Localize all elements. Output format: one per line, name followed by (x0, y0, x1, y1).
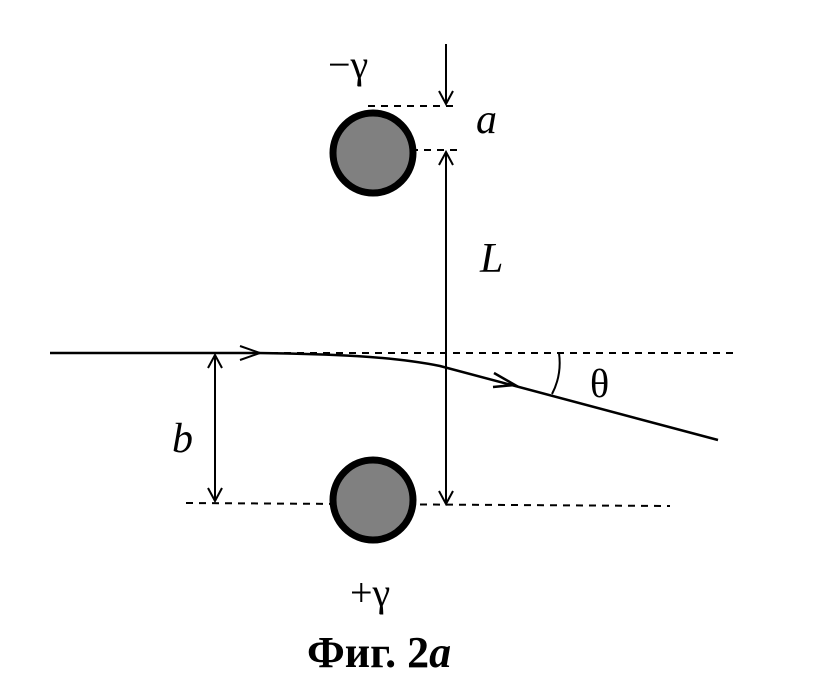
top-charge-label: −γ (328, 42, 368, 87)
deflected-arrowhead (492, 371, 520, 389)
radius-label: a (476, 97, 497, 143)
bottom-charge-label: +γ (350, 570, 390, 615)
deflected-trajectory (257, 351, 719, 442)
bottom-disk (329, 456, 417, 544)
figure-caption-prefix: Фиг. 2 (307, 628, 429, 677)
angle-arc (551, 352, 561, 395)
figure-caption: Фиг. 2a (307, 628, 451, 677)
figure-caption-suffix: a (429, 628, 451, 677)
separation-label: L (479, 236, 503, 282)
bottom-disk-center-line (185, 502, 671, 507)
angle-label: θ (590, 361, 609, 406)
impact-label: b (172, 416, 193, 462)
top-disk (329, 109, 417, 197)
